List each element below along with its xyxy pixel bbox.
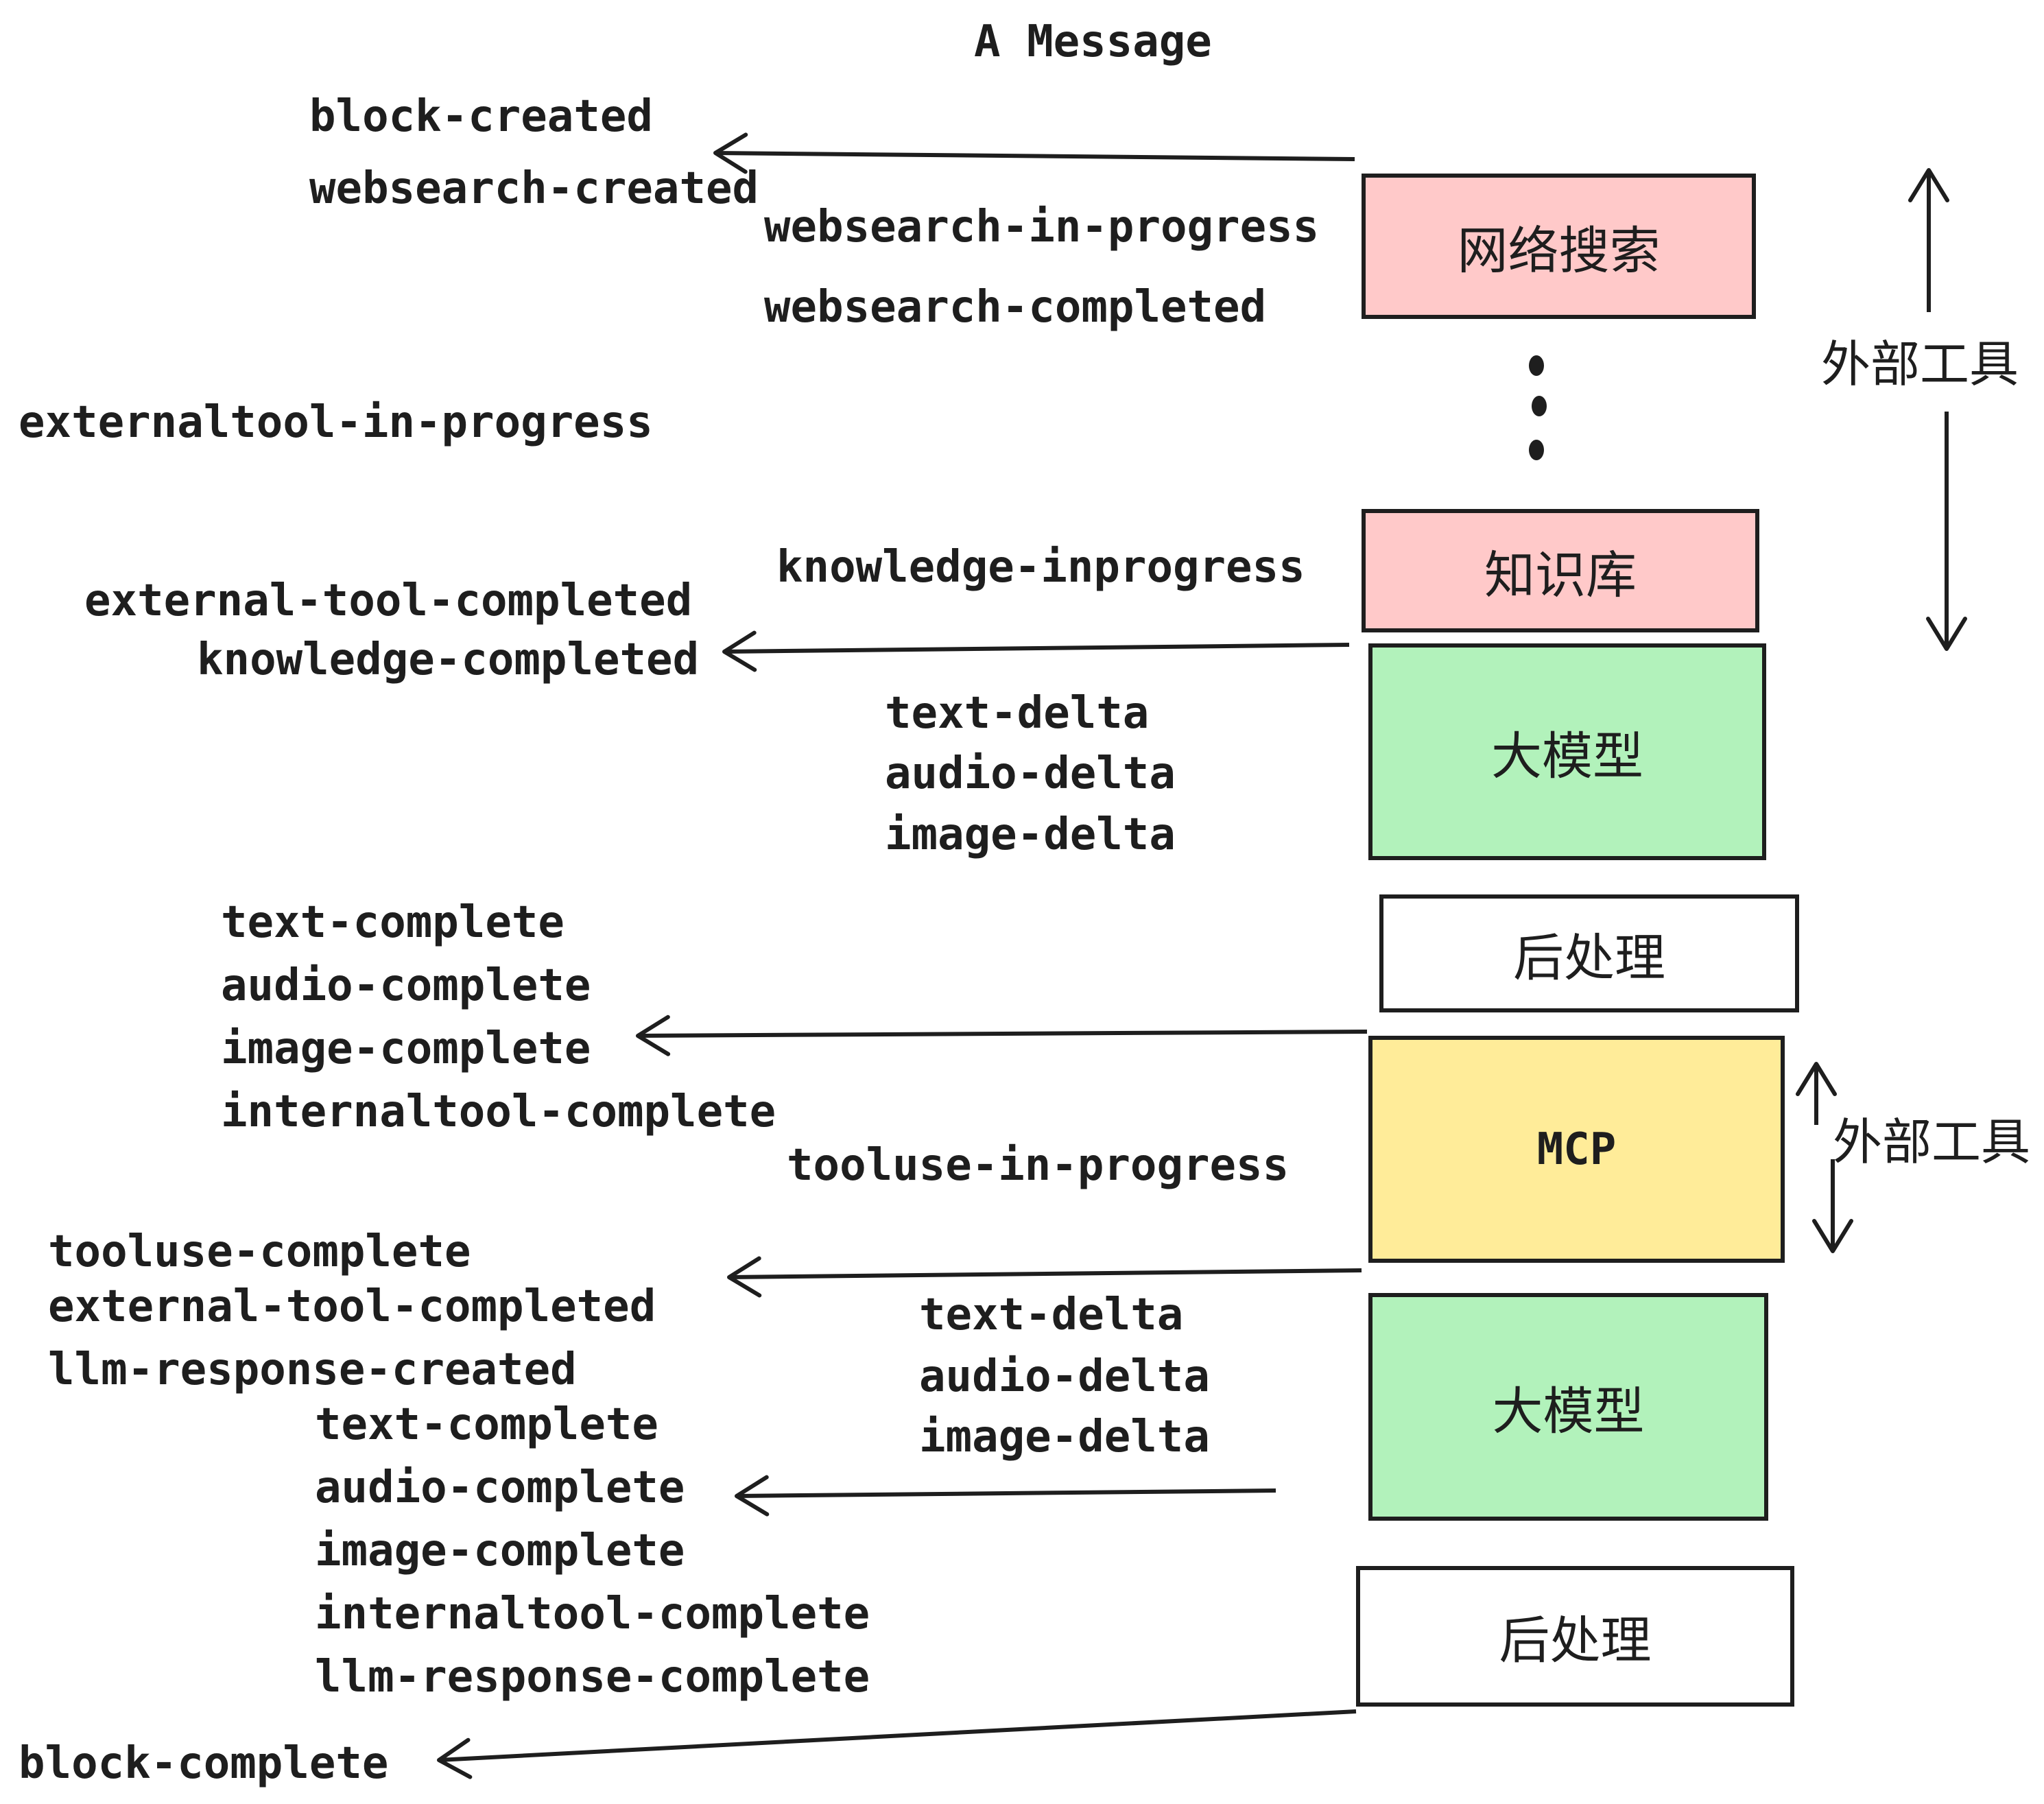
event-tooluse-complete: tooluse-complete — [48, 1226, 471, 1277]
event-knowledge-completed: knowledge-completed — [197, 634, 700, 685]
event-text-complete-1: text-complete — [221, 897, 565, 948]
event-image-complete-2: image-complete — [315, 1526, 685, 1576]
box-postprocess-2: 后处理 — [1356, 1566, 1794, 1707]
box-mcp-label: MCP — [1536, 1124, 1617, 1175]
ellipsis-dots — [1529, 355, 1547, 460]
event-image-delta-2: image-delta — [919, 1412, 1210, 1462]
arrow-tooluse-complete — [727, 1256, 1362, 1298]
arrow-image-complete — [636, 1014, 1368, 1056]
box-llm-1-label: 大模型 — [1491, 726, 1643, 786]
event-internaltool-complete-2: internaltool-complete — [315, 1589, 870, 1639]
box-postprocess-1-label: 后处理 — [1513, 928, 1665, 988]
event-text-delta-1: text-delta — [885, 688, 1150, 739]
event-llm-response-complete: llm-response-complete — [315, 1652, 870, 1702]
event-externaltool-in-progress: externaltool-in-progress — [19, 397, 653, 448]
arrow-block-complete — [437, 1709, 1357, 1779]
box-llm-2-label: 大模型 — [1492, 1381, 1645, 1441]
event-llm-response-created: llm-response-created — [48, 1344, 577, 1395]
event-text-complete-2: text-complete — [315, 1399, 658, 1450]
event-audio-delta-2: audio-delta — [919, 1351, 1210, 1402]
event-text-delta-2: text-delta — [919, 1290, 1184, 1340]
box-postprocess-1: 后处理 — [1379, 894, 1799, 1012]
event-external-tool-completed-1: external-tool-completed — [84, 575, 693, 626]
event-websearch-completed: websearch-completed — [764, 282, 1267, 333]
box-mcp: MCP — [1368, 1036, 1785, 1263]
box-websearch-label: 网络搜索 — [1457, 221, 1661, 281]
arrow-knowledge-completed — [722, 630, 1350, 672]
event-external-tool-completed-2: external-tool-completed — [48, 1281, 656, 1332]
box-websearch: 网络搜索 — [1362, 174, 1756, 319]
event-image-complete-1: image-complete — [221, 1023, 591, 1074]
event-internaltool-complete-1: internaltool-complete — [221, 1087, 776, 1137]
box-llm-1: 大模型 — [1368, 643, 1766, 860]
box-knowledge: 知识库 — [1362, 509, 1759, 632]
event-block-created: block-created — [309, 91, 653, 142]
event-audio-complete-1: audio-complete — [221, 960, 591, 1011]
event-knowledge-inprogress: knowledge-inprogress — [776, 542, 1305, 593]
box-llm-2: 大模型 — [1368, 1293, 1768, 1521]
external-tools-label-mid: 外部工具 — [1833, 1113, 2031, 1171]
arrow-block-created — [713, 132, 1355, 174]
event-websearch-in-progress: websearch-in-progress — [764, 202, 1320, 252]
event-tooluse-in-progress: tooluse-in-progress — [787, 1140, 1290, 1191]
arrow-audio-complete — [735, 1475, 1276, 1517]
external-tools-label-top: 外部工具 — [1821, 335, 2019, 393]
event-image-delta-1: image-delta — [885, 809, 1176, 860]
event-block-complete: block-complete — [19, 1738, 389, 1789]
box-knowledge-label: 知识库 — [1484, 545, 1637, 605]
box-postprocess-2-label: 后处理 — [1499, 1611, 1652, 1670]
page-title: A Message — [974, 16, 1212, 67]
event-websearch-created: websearch-created — [309, 163, 759, 214]
event-audio-delta-1: audio-delta — [885, 748, 1176, 799]
event-audio-complete-2: audio-complete — [315, 1462, 685, 1513]
